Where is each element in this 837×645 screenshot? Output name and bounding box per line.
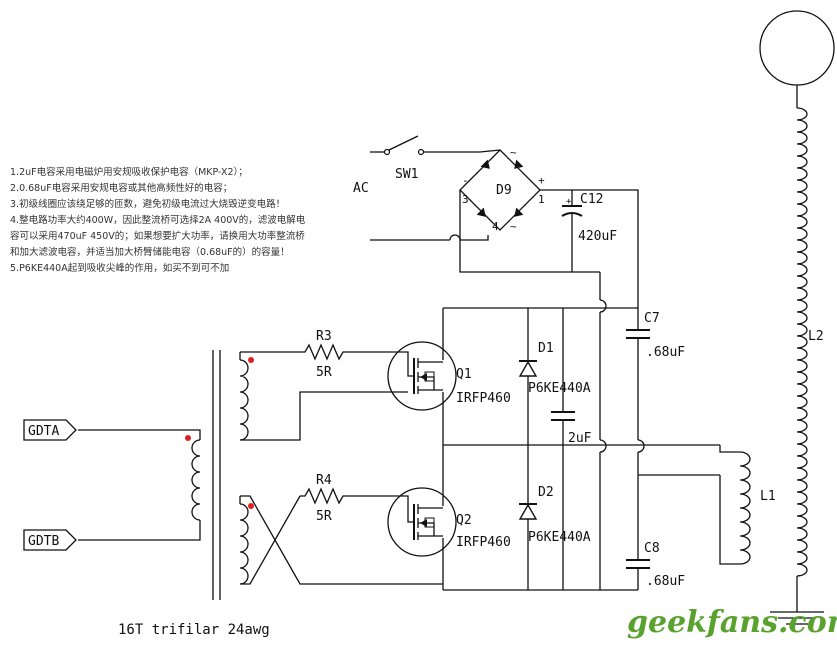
l1-label: L1 [760,489,776,504]
bridge-pin-1: 1 [538,193,545,206]
d2-label: D2 [538,485,554,500]
bridge-pin-4: 4 [492,220,499,233]
d1-part: P6KE440A [528,381,591,396]
r4-resistor [300,487,360,505]
gdta-connector [23,419,77,441]
transformer-note: 16T trifilar 24awg [118,622,270,638]
snubber-capacitor-2uf [551,308,575,590]
q2-label: Q2 [456,513,472,528]
design-notes: 1.2uF电容采用电磁炉用安规吸收保护电容（MKP-X2）； 2.0.68uF电… [10,165,310,277]
d1-tvs-diode [518,308,538,445]
bridge-tilde-top: ~ [510,146,517,159]
c7-value: .68uF [646,345,685,360]
bridge-ac-wire [460,235,489,241]
note-1: 1.2uF电容采用电磁炉用安规吸收保护电容（MKP-X2）； [10,167,248,178]
positive-rail [540,189,639,300]
q1-mosfet [360,308,457,445]
c12-plus: + [566,197,572,207]
d9-label: D9 [496,183,512,198]
r3-label: R3 [316,329,332,344]
r4-label: R4 [316,473,332,488]
q1-label: Q1 [456,367,472,382]
primary-phase-dot [185,435,191,441]
c8-label: C8 [644,541,660,556]
note-3: 3.初级线圈应该绕足够的匝数，避免初级电流过大烧毁逆变电路！ [10,199,286,210]
c8-capacitor [600,452,650,591]
c12-capacitor [561,190,583,272]
note-4: 4.整电路功率大约400W，因此整流桥可选择2A 400V的，滤波电解电容可以采… [10,215,306,258]
bridge-plus: + [538,174,545,187]
c7-capacitor [626,300,650,440]
l2-secondary-coil [759,10,835,625]
c7-label: C7 [644,311,660,326]
wire-hop-2 [599,439,607,453]
r3-value: 5R [316,365,332,380]
c12-label: C12 [580,192,603,207]
sw1-label: SW1 [395,167,418,182]
bridge-pin-3: 3 [462,193,469,206]
secondary2-phase-dot [248,503,254,509]
l2-label: L2 [808,329,824,344]
bridge-tilde-bottom: ~ [510,220,517,233]
watermark: geekfans.com [627,605,837,640]
r3-resistor [240,343,360,361]
gdta-label: GDTA [28,424,59,439]
d1-label: D1 [538,341,554,356]
secondary1-phase-dot [248,357,254,363]
d2-part: P6KE440A [528,530,591,545]
wire-hop [449,234,461,241]
negative-rail-link [459,190,600,273]
d2-tvs-diode [518,445,538,590]
c12-value: 420uF [578,229,617,244]
bridge-rectifier-d9 [459,149,541,231]
c8-value: .68uF [646,574,685,589]
q1-part: IRFP460 [456,391,511,406]
wire-hop-3 [637,439,645,453]
bridge-minus: - [462,174,469,187]
sw1-switch [370,135,501,156]
q2-mosfet [360,445,457,590]
wire-hop-1 [599,299,607,313]
r4-value: 5R [316,509,332,524]
note-5: 5.P6KE440A起到吸收尖峰的作用，如买不到可不加 [10,263,230,274]
gdtb-label: GDTB [28,534,59,549]
gate-drive-transformer [78,350,443,600]
l1-primary-coil [719,445,751,565]
gdtb-connector [23,529,77,551]
mid-cap-value: 2uF [568,431,592,446]
note-2: 2.0.68uF电容采用安规电容或其他高频性好的电容； [10,183,233,194]
q2-part: IRFP460 [456,535,511,550]
ac-label: AC [353,181,369,196]
